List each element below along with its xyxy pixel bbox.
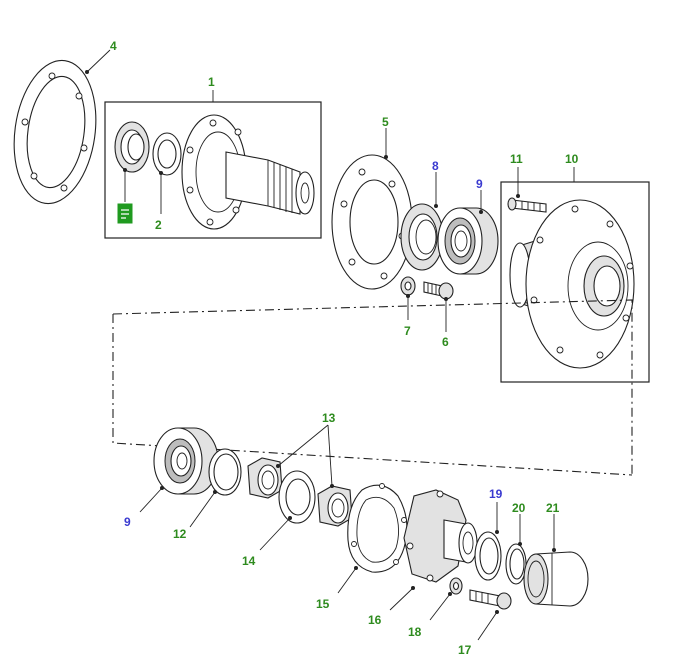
assembly-axis-line — [112, 299, 633, 476]
callout-20: 20 — [512, 501, 526, 515]
callout-5: 5 — [382, 115, 389, 129]
bolt-part-6 — [423, 281, 454, 332]
washer-part-7 — [400, 276, 416, 320]
callout-12: 12 — [173, 527, 187, 541]
bearing-part-9-upper — [437, 190, 499, 275]
hub-box-part-10 — [500, 167, 650, 383]
callout-8: 8 — [432, 159, 439, 173]
callout-7: 7 — [404, 324, 411, 338]
callout-18: 18 — [408, 625, 422, 639]
callout-9-upper: 9 — [476, 177, 483, 191]
callout-21: 21 — [546, 501, 560, 515]
callout-19: 19 — [489, 487, 503, 501]
shim-part-19 — [474, 502, 502, 581]
stub-axle-box-part-1 — [104, 90, 322, 239]
hub-cap-part-21 — [523, 514, 589, 607]
callout-9-lower: 9 — [124, 515, 131, 529]
callout-15: 15 — [316, 597, 330, 611]
bearing-part-9-lower — [139, 427, 219, 513]
callout-10: 10 — [565, 152, 579, 166]
gasket-part-5 — [331, 128, 413, 290]
callout-6: 6 — [442, 335, 449, 349]
circlip-part-12 — [189, 448, 242, 528]
oil-seal-part-8 — [400, 172, 444, 271]
callout-16: 16 — [368, 613, 382, 627]
callout-2: 2 — [155, 218, 162, 232]
bolt-part-17 — [469, 589, 512, 641]
lock-washer-part-14 — [259, 470, 316, 551]
callout-13: 13 — [322, 411, 336, 425]
callout-17: 17 — [458, 643, 472, 657]
callout-1: 1 — [208, 75, 215, 89]
callout-11: 11 — [510, 152, 523, 166]
hub-nut-part-13 — [247, 424, 353, 527]
gasket-part-4 — [13, 49, 111, 205]
callout-4: 4 — [110, 39, 117, 53]
circlip-part-20 — [505, 514, 527, 585]
callout-14: 14 — [242, 554, 256, 568]
washer-part-18 — [429, 577, 463, 621]
drive-flange-part-16 — [389, 489, 478, 611]
gasket-part-15 — [337, 483, 408, 594]
kit-badge-icon — [117, 203, 133, 224]
